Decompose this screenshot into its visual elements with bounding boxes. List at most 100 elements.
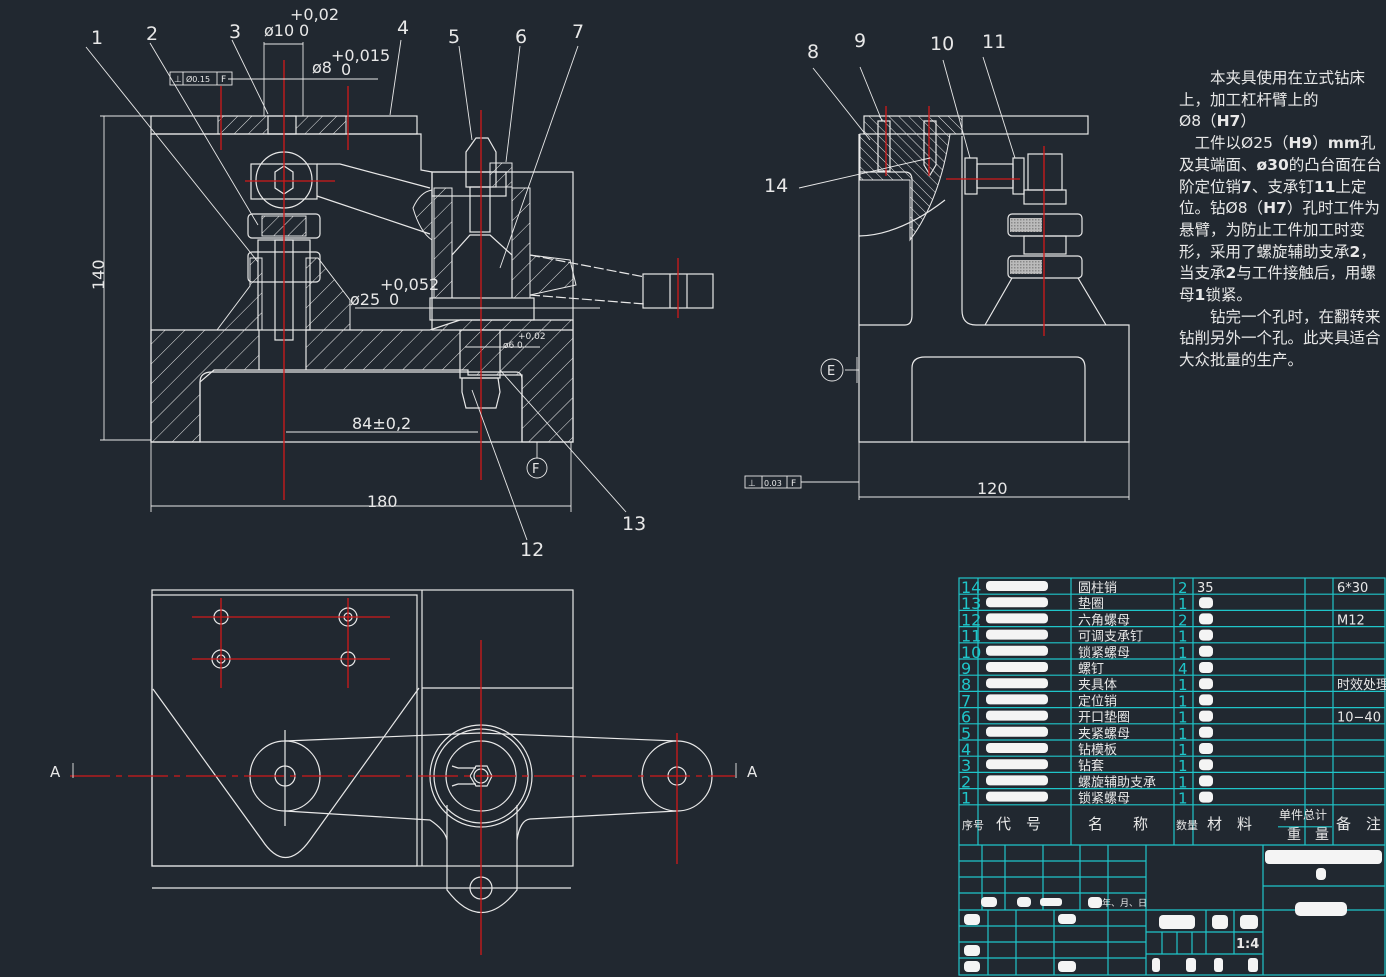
note-text: 钻完一个孔时，在翻转来钻削另外一个孔。此夹具适合大众批量的生产。: [1179, 307, 1381, 370]
note-text: ，当支承: [1179, 242, 1376, 283]
bom-code-redacted: [986, 597, 1048, 608]
bom-item-qty: 1: [1178, 676, 1188, 694]
balloon-9: 9: [854, 30, 866, 52]
note-bold: H7: [1263, 199, 1287, 218]
bom-material-redacted: [1199, 645, 1213, 657]
bom-header-cell: 序号: [962, 818, 984, 832]
bom-material-redacted: [1199, 743, 1213, 754]
bom-item-name: 螺钉: [1078, 662, 1104, 677]
note-text: 与工件接触后，用螺母: [1179, 264, 1376, 305]
bom-item-qty: 1: [1178, 595, 1188, 613]
balloon-11: 11: [982, 31, 1006, 53]
bom-row: 3 钻套 1: [961, 756, 1213, 775]
bom-material-redacted: [1199, 791, 1213, 803]
bom-item-remark: 6*30: [1337, 581, 1368, 596]
note-text: ）: [1312, 134, 1328, 153]
bom-material-redacted: [1199, 775, 1213, 787]
balloon-7: 7: [572, 21, 584, 43]
dim-bore8: ø8: [312, 58, 332, 77]
note-bold: H7: [1216, 112, 1241, 131]
balloon-12: 12: [520, 539, 544, 561]
balloon-8: 8: [807, 41, 819, 63]
note-text: ）孔时工件为悬臂，为防止工件加工时变形，采用了螺旋辅助支承: [1179, 199, 1380, 261]
bom-row: 5 夹紧螺母 1: [961, 724, 1213, 743]
bom-header-cell: 数量: [1176, 819, 1198, 832]
bom-item-number: 14: [961, 578, 981, 597]
side-view-labels: 8 9 10 11 14 120 ⊥ 0.03 F E: [748, 30, 1008, 498]
bom-code-redacted: [986, 662, 1048, 672]
datum-e-label: E: [827, 364, 835, 379]
dim-bore6-upper: +0,02: [518, 332, 546, 342]
note-paragraph-2: 工件以Ø25（H9）mm孔及其端面、ø30的凸台面在台阶定位销7、支承钉11上定…: [1179, 133, 1384, 307]
bom-code-redacted: [986, 775, 1048, 786]
bom-item-number: 9: [961, 659, 971, 678]
bom-item-number: 7: [961, 691, 971, 710]
note-text: 的凸台面在台阶定位销: [1179, 155, 1382, 196]
dim-bore25: ø25: [350, 290, 380, 309]
bom-item-qty: 1: [1178, 628, 1188, 646]
dim-bore10: ø10: [264, 21, 294, 40]
bom-item-name: 螺旋辅助支承: [1078, 775, 1156, 790]
date-label: 年、月、日: [1102, 897, 1147, 909]
bom-item-qty: 2: [1178, 579, 1188, 597]
bom-code-redacted: [986, 581, 1048, 591]
bom-item-name: 钻套: [1078, 758, 1104, 774]
fcf-perpendicularity-symbol: ⊥: [174, 75, 182, 85]
front-view-labels: 1 2 3 4 5 6 7 12 13 ø10 0 +0,02 ø8 0 +0,…: [89, 5, 646, 561]
fcf-datum: F: [221, 75, 226, 85]
note-bold: 2: [1225, 264, 1237, 283]
dim-bore6: ø6: [503, 341, 515, 351]
bom-item-name: 六角螺母: [1078, 613, 1130, 628]
bom-code-redacted: [986, 645, 1048, 656]
note-bold: mm: [1327, 134, 1361, 153]
datum-f-label: F: [532, 462, 539, 477]
bom-item-number: 5: [961, 724, 971, 743]
bom-item-number: 8: [961, 675, 971, 694]
bom-item-name: 开口垫圈: [1078, 710, 1130, 726]
section-label-a-right: A: [747, 763, 758, 781]
top-view-labels: A A: [50, 763, 758, 781]
balloon-4: 4: [397, 17, 409, 39]
dim-bore25-lower: 0: [389, 290, 399, 309]
bom-code-redacted: [986, 791, 1048, 802]
bom-item-number: 3: [961, 756, 971, 775]
bom-item-qty: 1: [1178, 725, 1188, 743]
bom-item-name: 夹紧螺母: [1078, 727, 1130, 742]
note-text: Ø8（: [1179, 112, 1217, 131]
bom-item-qty: 1: [1178, 757, 1188, 775]
bom-code-redacted: [986, 678, 1048, 689]
bom-item-remark: 10−40: [1337, 711, 1381, 726]
bom-item-remark: 时效处理: [1337, 678, 1386, 693]
bom-item-qty: 1: [1178, 644, 1188, 662]
note-bold: H9: [1288, 134, 1313, 153]
bom-item-qty: 1: [1178, 709, 1188, 727]
balloon-6: 6: [515, 26, 527, 48]
balloon-10: 10: [930, 33, 954, 55]
note-bold: ø30: [1256, 155, 1289, 174]
note-text: 锁紧。: [1205, 286, 1252, 305]
note-text: 、支承钉: [1251, 177, 1314, 196]
note-text: ）: [1240, 112, 1256, 131]
bom-item-qty: 1: [1178, 773, 1188, 791]
bom-item-material: 35: [1197, 581, 1214, 596]
bom-item-qty: 4: [1178, 660, 1188, 678]
top-view: [70, 589, 737, 955]
dim-bore6-lower: 0: [517, 341, 523, 351]
section-label-a-left: A: [50, 763, 61, 781]
side-view: [744, 56, 1130, 500]
bom-item-name: 锁紧螺母: [1078, 645, 1130, 661]
dim-width-120: 120: [977, 479, 1008, 498]
bom-material-redacted: [1199, 694, 1213, 706]
bom-header-cell: 单件总计: [1279, 808, 1327, 822]
bom-item-qty: 2: [1178, 611, 1188, 629]
